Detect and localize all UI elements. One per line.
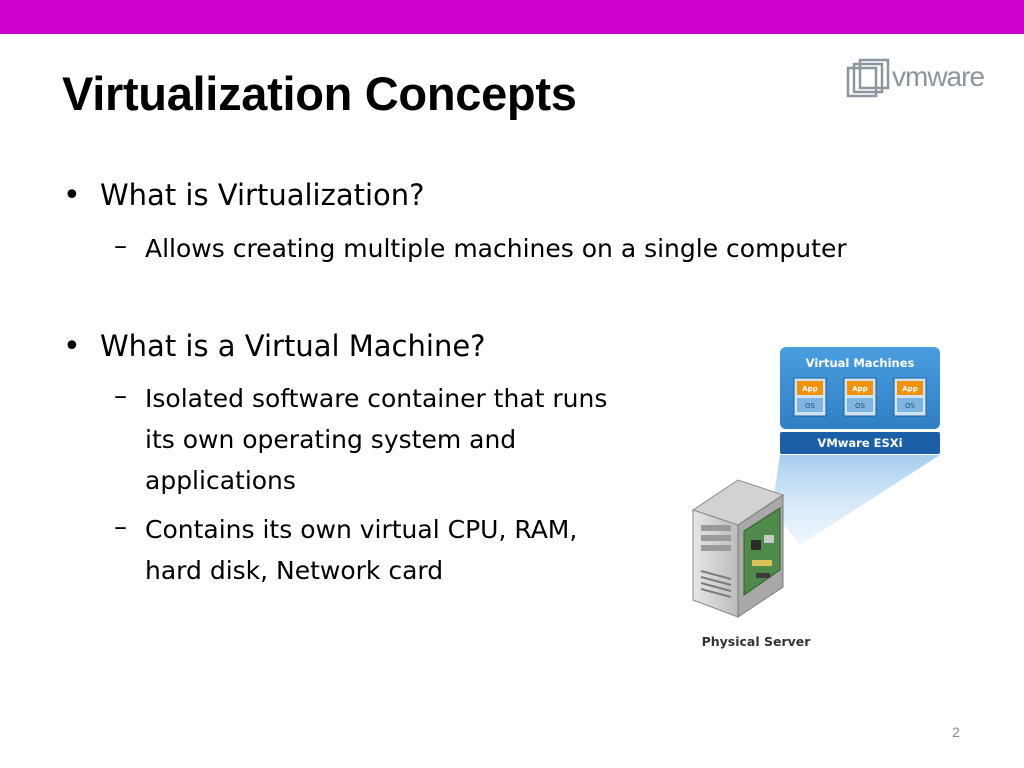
- sub-bullet-text: Allows creating multiple machines on a s…: [145, 234, 847, 263]
- vmware-logo: vmware: [846, 58, 1016, 102]
- vm-app-label: App: [902, 385, 917, 393]
- vm-tile: App OS: [893, 377, 927, 417]
- sub-bullet-marker: –: [114, 231, 127, 261]
- hypervisor-label: VMware ESXi: [817, 436, 902, 450]
- vm-app-label: App: [852, 385, 867, 393]
- bullet-marker: •: [63, 178, 81, 213]
- vm-tile: App OS: [843, 377, 877, 417]
- page-number: 2: [952, 724, 960, 740]
- vm-os-label: OS: [855, 402, 866, 410]
- sub-bullet-text: Contains its own virtual CPU, RAM, hard …: [145, 515, 578, 585]
- sub-bullet-marker: –: [114, 512, 127, 542]
- virtual-machines-panel: Virtual Machines App OS App OS App: [780, 347, 940, 429]
- vm-panel-title: Virtual Machines: [806, 356, 915, 370]
- server-tower-icon: [691, 479, 785, 618]
- virtualization-diagram: Virtual Machines App OS App OS App: [688, 345, 948, 665]
- bullet-text: What is a Virtual Machine?: [100, 329, 486, 363]
- sub-bullet-text: Isolated software container that runs it…: [145, 384, 608, 495]
- vmware-logo-text: vmware: [892, 61, 985, 92]
- hypervisor-bar: VMware ESXi: [780, 432, 940, 454]
- sub-bullet-marker: –: [114, 381, 127, 411]
- slide-title: Virtualization Concepts: [62, 67, 577, 120]
- vm-tile: App OS: [793, 377, 827, 417]
- bullet-marker: •: [63, 329, 81, 364]
- bullet-text: What is Virtualization?: [100, 178, 425, 212]
- top-accent-bar: [0, 0, 1024, 34]
- vm-os-label: OS: [805, 402, 816, 410]
- server-label: Physical Server: [702, 634, 812, 649]
- vm-app-label: App: [802, 385, 817, 393]
- vmware-logo-icon: [846, 58, 890, 98]
- vm-os-label: OS: [905, 402, 916, 410]
- projection-beam: [772, 455, 940, 545]
